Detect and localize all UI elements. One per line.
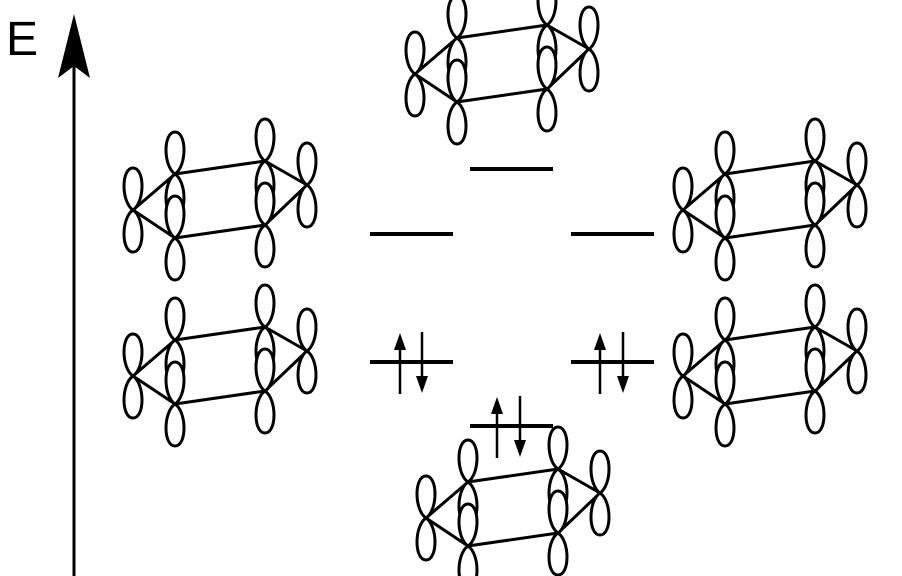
energy-axis-label: E (6, 13, 39, 66)
level-bottom (470, 396, 553, 458)
orbital-top (406, 0, 598, 144)
orbital-bottom (417, 427, 609, 576)
electron-pair-icon (394, 332, 428, 394)
orbital-lower-right (674, 285, 866, 446)
energy-axis (58, 14, 90, 576)
orbital-upper-right (674, 119, 866, 280)
level-lower-left (370, 332, 453, 394)
level-lower-right (571, 332, 654, 394)
up-arrow-icon (58, 14, 90, 78)
electron-pair-icon (594, 332, 629, 394)
electron-pair-icon (491, 396, 526, 458)
orbital-lower-left (124, 285, 316, 446)
orbital-upper-left (124, 119, 316, 280)
